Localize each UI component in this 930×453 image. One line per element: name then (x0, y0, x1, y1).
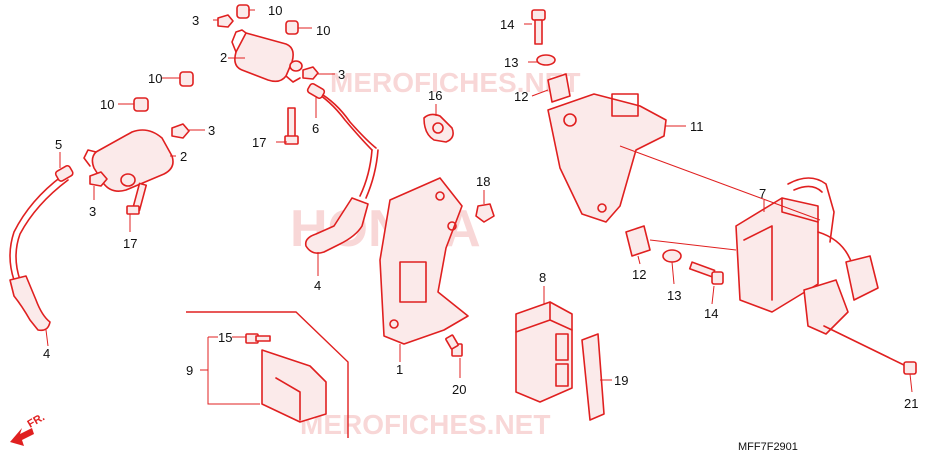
bolt-top-right (531, 9, 546, 45)
cap-lower-a (179, 71, 194, 87)
site-watermark-top: MEROFICHES.NET (330, 67, 580, 98)
callout-10-upper-a: 10 (268, 3, 282, 18)
callout-7: 7 (759, 186, 766, 201)
cap-upper-a (236, 4, 250, 19)
callout-16: 16 (428, 88, 442, 103)
ecu-rubber (581, 333, 605, 421)
callout-6: 6 (312, 121, 319, 136)
direction-label: FR. (26, 411, 47, 430)
callout-19: 19 (614, 373, 628, 388)
callout-4-lower: 4 (43, 346, 50, 361)
cap-upper-b (285, 20, 299, 35)
callout-13-top: 13 (504, 55, 518, 70)
rubber-mount-right (625, 225, 651, 257)
bolt-upper (284, 107, 299, 145)
callout-3-lower-left: 3 (89, 204, 96, 219)
callout-14-right: 14 (704, 306, 718, 321)
callout-1: 1 (396, 362, 403, 377)
callout-10-lower-b: 10 (100, 97, 114, 112)
callout-3-upper-left: 3 (192, 13, 199, 28)
callout-4-upper: 4 (314, 278, 321, 293)
callout-12-right: 12 (632, 267, 646, 282)
spark-plug-lead-upper (304, 82, 379, 254)
ecu-holder (261, 349, 327, 423)
callout-11: 11 (690, 119, 704, 134)
callout-13-right: 13 (667, 288, 681, 303)
regulator-rectifier (735, 177, 853, 313)
nut-lower-b (89, 171, 108, 187)
callout-18: 18 (476, 174, 490, 189)
bolt-lower (126, 182, 148, 215)
rubber-mount-top (547, 73, 571, 103)
callout-12-top: 12 (514, 89, 528, 104)
callout-10-lower-a: 10 (148, 71, 162, 86)
callout-17-lower: 17 (123, 236, 137, 251)
callout-9: 9 (186, 363, 193, 378)
callout-2-lower: 2 (180, 149, 187, 164)
ecu-unit (515, 301, 573, 403)
callout-20: 20 (452, 382, 466, 397)
diagram-code: MFF7F2901 (738, 441, 798, 453)
callout-21: 21 (904, 396, 918, 411)
washer-top (536, 54, 556, 66)
spark-plug-lead-lower (9, 164, 74, 332)
washer-right (662, 249, 682, 263)
ignition-coil-upper (231, 29, 303, 83)
ecu-bracket (379, 177, 469, 345)
grommet (475, 203, 495, 223)
callout-2-upper: 2 (220, 50, 227, 65)
regulator-bracket (547, 93, 667, 223)
callout-14-top: 14 (500, 17, 514, 32)
nut-upper-b (302, 66, 319, 80)
callout-17-upper: 17 (252, 135, 266, 150)
holder-frame (186, 311, 349, 438)
callout-8: 8 (539, 270, 546, 285)
front-arrow-icon (10, 428, 34, 446)
nut-lower-a (171, 123, 190, 139)
callout-15: 15 (218, 330, 232, 345)
callout-3-upper-right: 3 (338, 67, 345, 82)
nut-upper-a (217, 14, 234, 28)
ignition-coil-lower (83, 129, 174, 192)
bolt-long (823, 325, 917, 375)
bolt-holder (245, 333, 271, 344)
site-watermark-bottom: MEROFICHES.NET (300, 409, 550, 440)
cap-lower-b (133, 97, 149, 112)
bolt-ecu (445, 334, 463, 357)
bolt-right (688, 261, 724, 285)
callout-5: 5 (55, 137, 62, 152)
regulator-connector (803, 255, 879, 335)
clamp (423, 113, 454, 143)
callout-10-upper-b: 10 (316, 23, 330, 38)
callout-3-lower-right: 3 (208, 123, 215, 138)
